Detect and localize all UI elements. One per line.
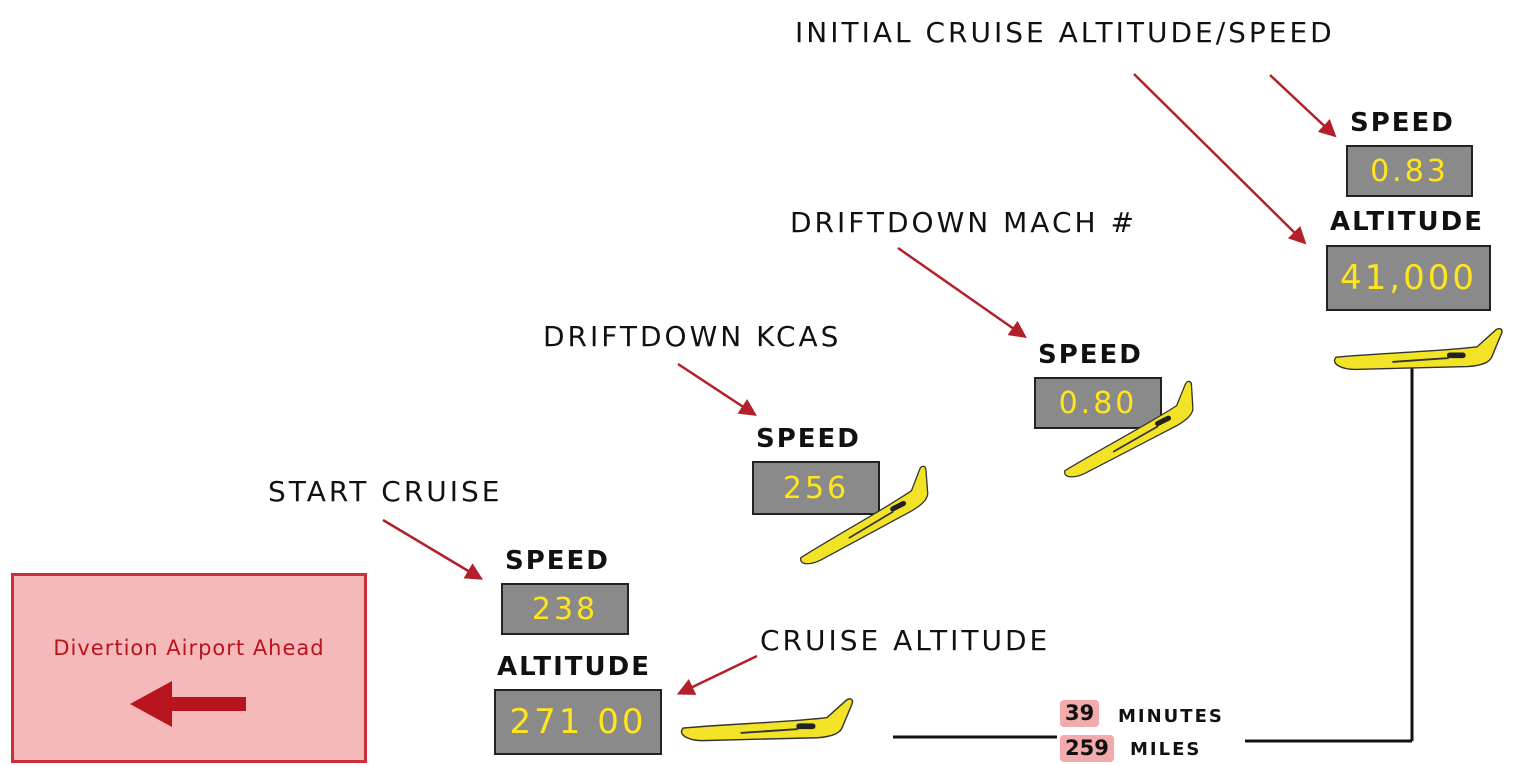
initial-altitude-value: 41,000 <box>1340 258 1477 298</box>
plane-icon <box>680 697 854 742</box>
initial-altitude-label: ALTITUDE <box>1330 207 1484 237</box>
start-altitude-display: 271 00 <box>494 689 662 755</box>
start-altitude-label: ALTITUDE <box>497 652 651 682</box>
arrow-cruise-altitude <box>676 654 758 695</box>
driftdown-kcas-value: 256 <box>782 470 850 506</box>
diversion-text: Divertion Airport Ahead <box>53 636 325 660</box>
caption-cruise-altitude: Cruise Altitude <box>760 624 1051 657</box>
caption-start-cruise: Start Cruise <box>268 475 503 508</box>
start-altitude-value: 271 00 <box>509 702 647 742</box>
minutes-label: MINUTES <box>1118 706 1224 727</box>
arrow-start-cruise <box>382 518 484 580</box>
driftdown-mach-display: 0.80 <box>1034 377 1162 429</box>
start-speed-value: 238 <box>531 591 599 627</box>
kcas-speed-label: SPEED <box>756 424 861 454</box>
diversion-sign: Divertion Airport Ahead <box>11 573 367 763</box>
arrow-initial-speed <box>1269 74 1337 138</box>
plane-icon <box>1333 327 1503 371</box>
miles-label: MILES <box>1130 739 1202 760</box>
plane-icon <box>786 464 943 570</box>
initial-speed-display: 0.83 <box>1346 145 1473 197</box>
start-speed-label: SPEED <box>505 546 610 576</box>
arrow-initial-altitude <box>1133 73 1307 245</box>
initial-altitude-display: 41,000 <box>1326 245 1491 311</box>
left-arrow-icon <box>130 681 246 727</box>
initial-speed-value: 0.83 <box>1370 153 1449 189</box>
mach-speed-label: SPEED <box>1038 340 1143 370</box>
miles-value: 259 <box>1060 735 1114 762</box>
caption-driftdown-kcas: Driftdown KCAS <box>543 320 842 353</box>
driftdown-kcas-display: 256 <box>752 461 880 515</box>
initial-speed-label: SPEED <box>1350 108 1455 138</box>
start-speed-display: 238 <box>501 583 629 635</box>
plane-icon <box>1051 379 1208 483</box>
arrow-driftdown-mach <box>897 246 1027 339</box>
arrow-driftdown-kcas <box>677 362 757 416</box>
driftdown-mach-value: 0.80 <box>1058 385 1138 421</box>
caption-driftdown-mach: Driftdown Mach # <box>790 206 1137 239</box>
caption-initial-cruise: Initial cruise altitude/speed <box>795 16 1335 49</box>
minutes-value: 39 <box>1060 700 1100 727</box>
